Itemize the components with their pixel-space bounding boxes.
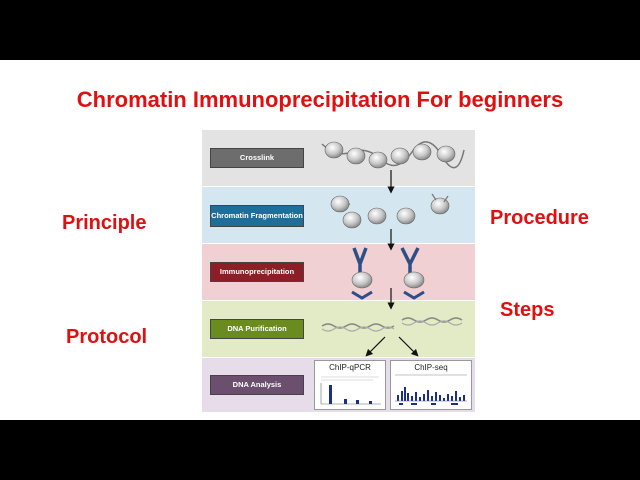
principle-label: Principle	[62, 212, 147, 234]
slide: Chromatin Immunoprecipitation For beginn…	[0, 60, 640, 420]
step-immunoprecipitation: Immunoprecipitation	[210, 262, 304, 282]
step-crosslink: Crosslink	[210, 148, 304, 168]
fragmented-chromatin	[330, 193, 450, 229]
step-chromatin-fragmentation: Chromatin Fragmentation	[210, 205, 304, 227]
slide-title: Chromatin Immunoprecipitation For beginn…	[76, 87, 564, 112]
antibody-bound-chromatin	[351, 247, 425, 300]
workflow-illustration	[321, 141, 465, 357]
step-dna-analysis: DNA Analysis	[210, 375, 304, 395]
qpcr-bar-chart-icon	[320, 376, 381, 405]
chip-seq-title: ChIP-seq	[414, 363, 448, 372]
arrow-diagonal-icon	[365, 336, 386, 357]
chip-seq-panel: ChIP-seq	[390, 360, 472, 410]
seq-track-icon	[395, 374, 467, 405]
step-dna-purification: DNA Purification	[210, 319, 304, 339]
protocol-label: Protocol	[66, 326, 148, 348]
purified-dna	[321, 317, 463, 332]
chip-workflow-diagram: Crosslink Chromatin Fragmentation Immuno…	[202, 130, 475, 412]
crosslinked-chromatin	[321, 141, 465, 169]
chip-qpcr-panel: ChIP-qPCR	[314, 360, 386, 410]
chip-qpcr-title: ChIP-qPCR	[329, 363, 371, 372]
procedure-label: Procedure	[490, 207, 589, 229]
arrow-diagonal-icon	[398, 336, 419, 357]
steps-label: Steps	[500, 299, 555, 321]
